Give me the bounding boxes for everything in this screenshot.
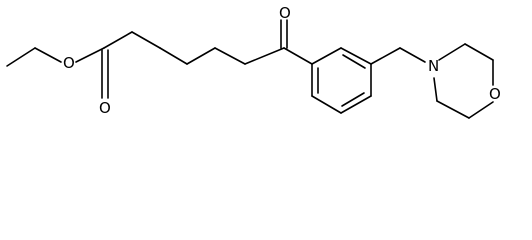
bond-c4-c5 — [186, 47, 216, 65]
morpholine-bond-cd-n — [433, 77, 438, 102]
bond-ring-ch2 — [370, 47, 401, 65]
ring-bond-4 — [340, 95, 372, 114]
morpholine-bond-ca-cb — [464, 43, 494, 61]
morpholine-bond-cc-cd — [436, 100, 470, 119]
bond-o-carbonyl-c — [75, 47, 105, 63]
bond-c5-c6 — [214, 47, 246, 65]
morpholine-bond-o-cc — [468, 101, 494, 119]
atom-morpholine-oxygen: O — [489, 85, 501, 103]
ring-inner-bond-2 — [341, 92, 365, 107]
bond-ch2-n — [399, 47, 426, 63]
ring-bond-2 — [340, 47, 372, 65]
bond-ketone-c-ring — [283, 47, 313, 65]
atom-ester-ether-oxygen: O — [63, 54, 75, 72]
ring-bond-1 — [311, 47, 342, 65]
bond-ethyl-ch3-ch2 — [6, 47, 36, 67]
structure-diagram: O O O N O — [6, 4, 501, 119]
bond-c2-c3 — [131, 31, 161, 49]
atom-morpholine-nitrogen: N — [428, 57, 439, 75]
bond-c1-c2 — [103, 31, 133, 49]
ring-inner-bond-1 — [342, 54, 366, 69]
ring-bond-5 — [311, 95, 342, 114]
bond-c3-c4 — [159, 47, 188, 65]
morpholine-bond-n-ca — [438, 43, 466, 61]
bond-ethyl-ch2-o — [34, 47, 62, 63]
bond-c6-ketone-c — [244, 47, 285, 65]
atom-ester-carbonyl-oxygen: O — [99, 99, 111, 117]
atom-ketone-oxygen: O — [279, 4, 291, 22]
